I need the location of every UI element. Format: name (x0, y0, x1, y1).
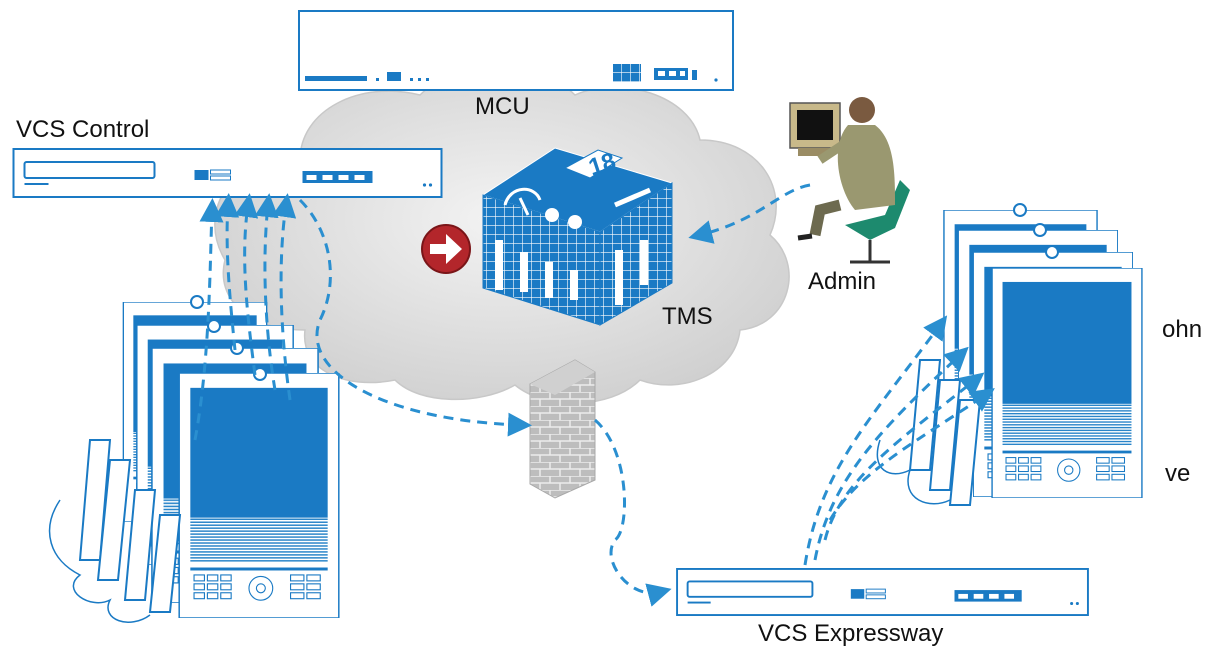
tms-server: 18 (481, 147, 674, 326)
endpoint-stack-left (48, 295, 340, 623)
dave-label: ve (1165, 460, 1191, 487)
vcs-control-label: VCS Control (16, 116, 150, 143)
admin-person-icon (789, 97, 910, 264)
vcs-expressway-device (676, 568, 1089, 616)
mcu-device (298, 10, 734, 91)
john-label: ohn (1162, 316, 1203, 343)
vcs-expressway-label: VCS Expressway (758, 620, 944, 647)
tms-label: TMS (662, 303, 713, 330)
mcu-label: MCU (475, 93, 530, 120)
endpoint-stack-right (876, 203, 1143, 506)
arrow-right-icon (421, 224, 471, 274)
dashed-links (193, 183, 995, 607)
admin-label: Admin (808, 268, 877, 295)
vcs-control-device (12, 148, 443, 198)
firewall-icon (529, 359, 596, 499)
